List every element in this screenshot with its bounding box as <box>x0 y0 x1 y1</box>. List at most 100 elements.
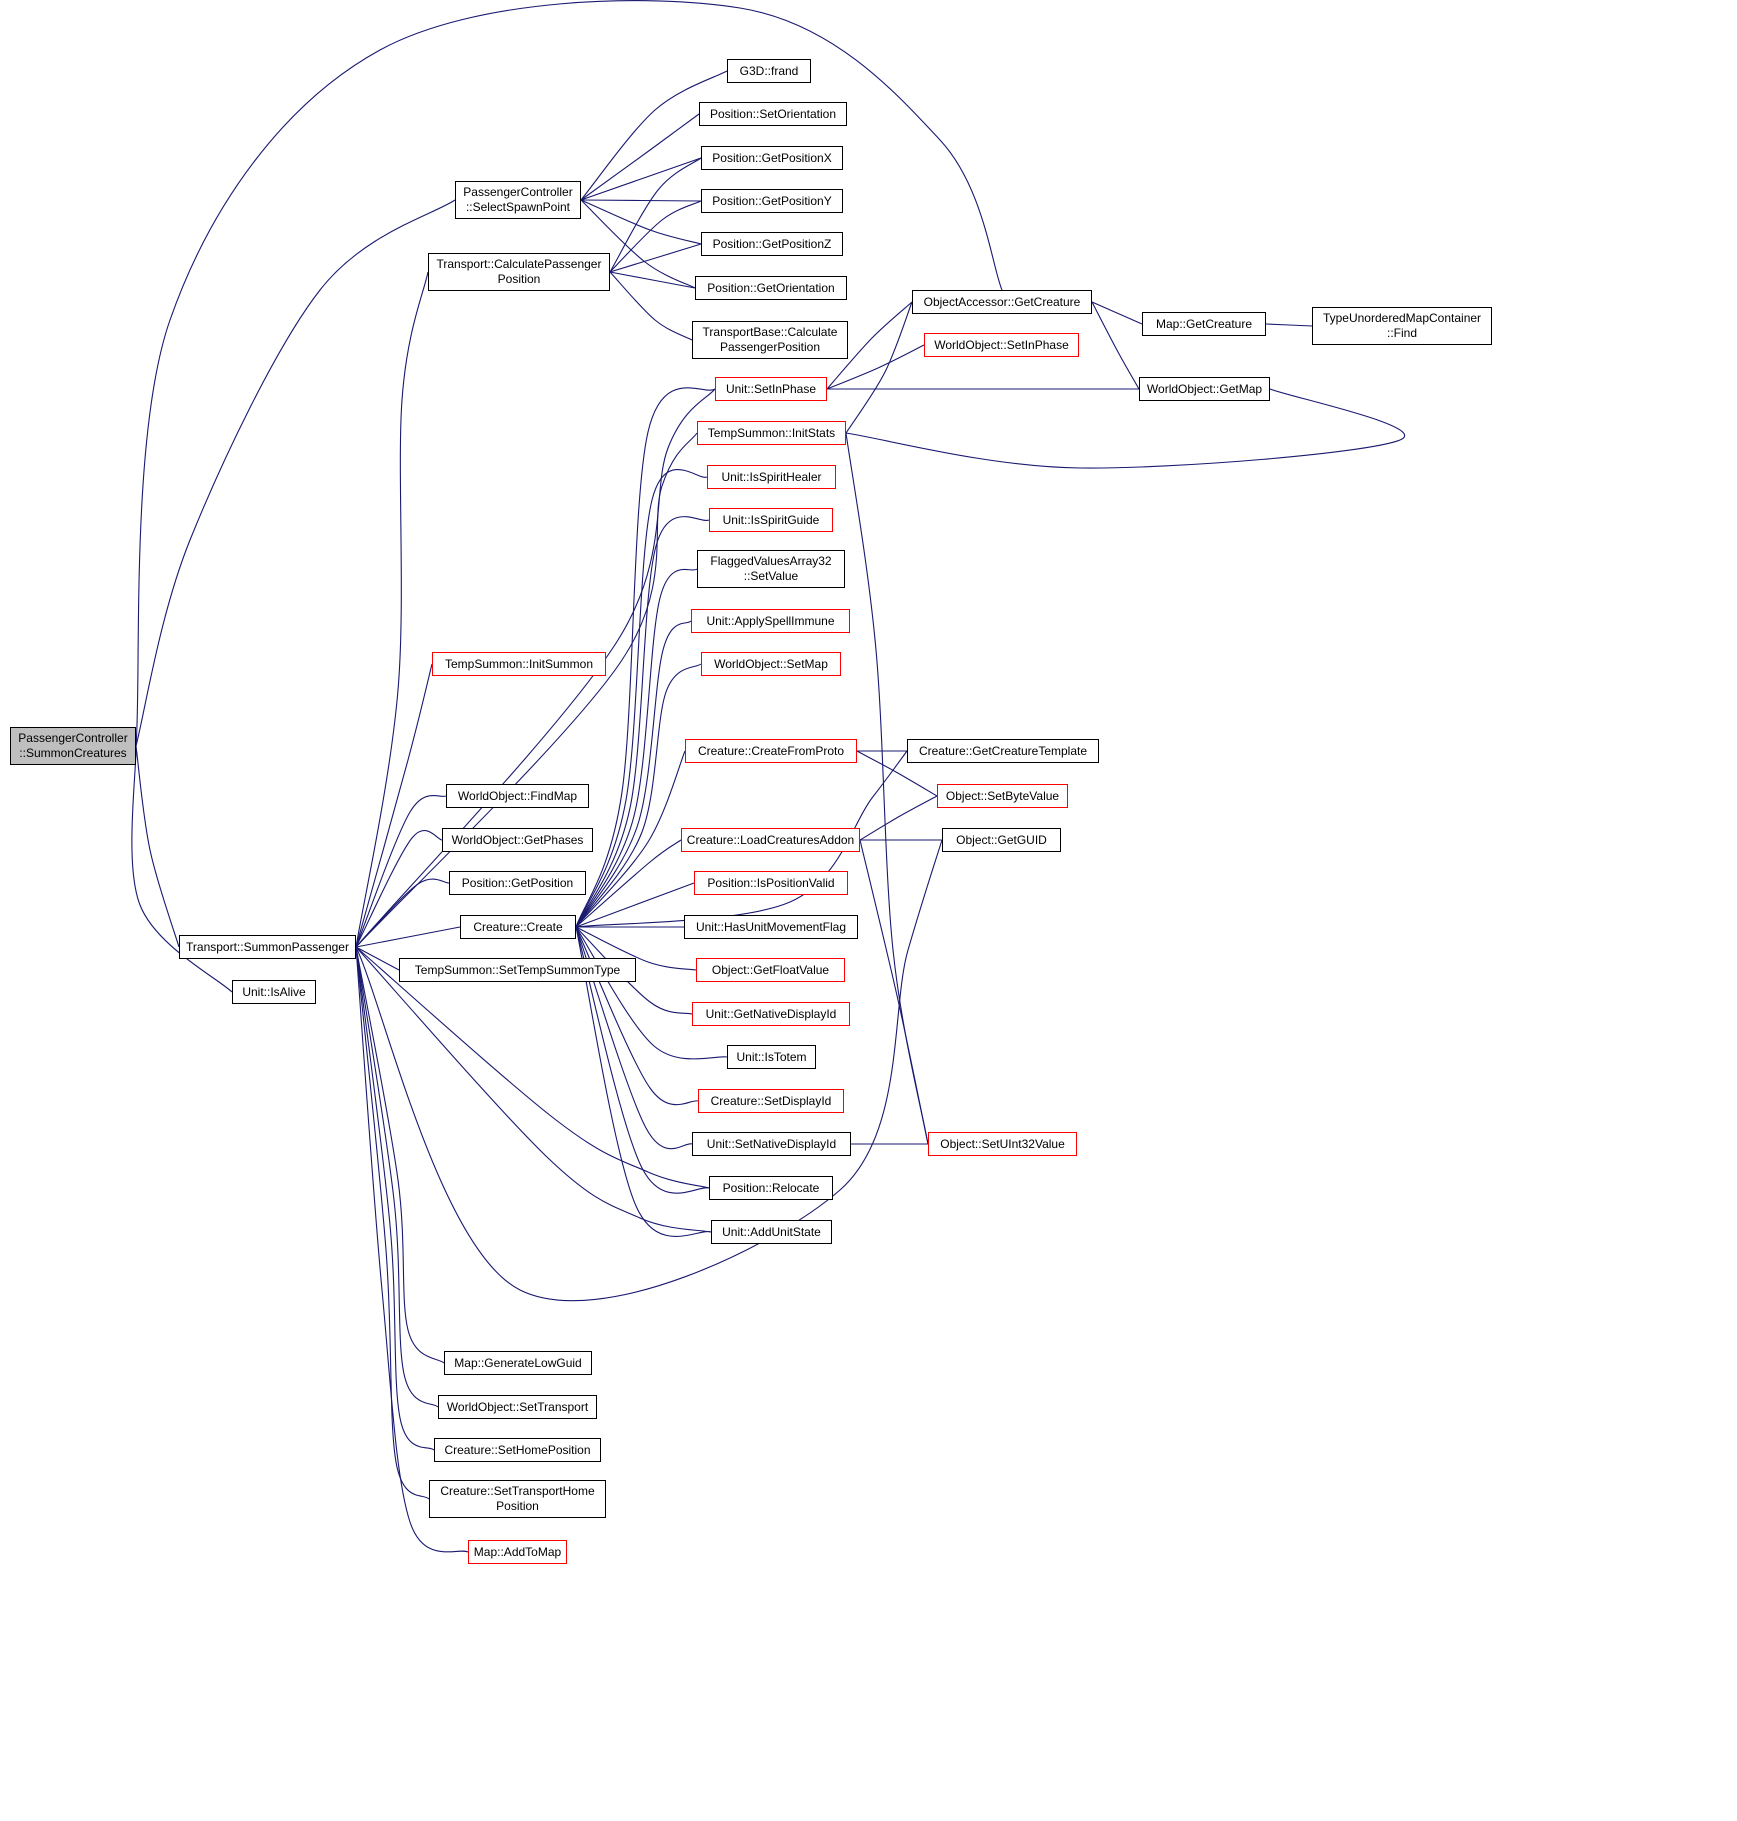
graph-node-frand[interactable]: G3D::frand <box>727 59 811 83</box>
graph-node-add_to_map[interactable]: Map::AddToMap <box>468 1540 567 1564</box>
graph-node-add_unit_state[interactable]: Unit::AddUnitState <box>711 1220 832 1244</box>
call-edge-creature_create-to-get_native_display_id <box>575 926 693 1015</box>
graph-node-wo_set_transport[interactable]: WorldObject::SetTransport <box>438 1395 597 1419</box>
graph-node-label: Position::GetPositionX <box>712 150 832 165</box>
call-edge-summon_passenger-to-set_transport_home_position <box>355 946 430 1500</box>
graph-node-unit_set_in_phase[interactable]: Unit::SetInPhase <box>715 377 827 401</box>
graph-node-set_uint32_value[interactable]: Object::SetUInt32Value <box>928 1132 1077 1156</box>
call-edge-calc_passenger_position-to-get_orientation <box>609 271 696 289</box>
graph-node-label: WorldObject::GetPhases <box>451 832 584 847</box>
call-edge-select_spawn_point-to-get_position_z <box>580 199 702 245</box>
graph-node-label: Map::GenerateLowGuid <box>454 1355 582 1370</box>
call-edge-ts_init_stats-to-wo_get_map <box>845 388 1405 469</box>
graph-node-set_home_position[interactable]: Creature::SetHomePosition <box>434 1438 601 1462</box>
graph-node-set_transport_home_position[interactable]: Creature::SetTransportHome Position <box>429 1480 606 1518</box>
call-edge-creature_create-to-add_unit_state <box>575 926 712 1237</box>
graph-node-is_position_valid[interactable]: Position::IsPositionValid <box>694 871 848 895</box>
graph-node-get_position[interactable]: Position::GetPosition <box>449 871 586 895</box>
graph-node-label: Object::GetFloatValue <box>711 962 830 977</box>
graph-node-wo_set_map[interactable]: WorldObject::SetMap <box>701 652 841 676</box>
graph-node-label: Position::IsPositionValid <box>707 875 835 890</box>
call-edge-map_get_creature-to-tumc_find <box>1265 323 1313 327</box>
graph-node-wo_find_map[interactable]: WorldObject::FindMap <box>446 784 589 808</box>
call-edge-creature_create-to-unit_set_in_phase <box>575 387 716 928</box>
graph-node-set_byte_value[interactable]: Object::SetByteValue <box>937 784 1068 808</box>
call-edge-select_spawn_point-to-set_orientation <box>580 113 700 201</box>
call-edge-creature_create-to-is_spirit_guide <box>575 516 710 928</box>
call-edge-summon_passenger-to-wo_get_phases <box>355 830 443 948</box>
graph-node-get_orientation[interactable]: Position::GetOrientation <box>695 276 847 300</box>
call-edge-creature_create-to-create_from_proto <box>575 750 686 928</box>
graph-node-has_unit_movement_flag[interactable]: Unit::HasUnitMovementFlag <box>684 915 858 939</box>
graph-node-label: TempSummon::InitSummon <box>444 656 594 671</box>
call-edge-summon_creatures-to-summon_passenger <box>135 745 180 948</box>
graph-node-label: Creature::Create <box>473 919 563 934</box>
graph-node-set_display_id[interactable]: Creature::SetDisplayId <box>698 1089 844 1113</box>
graph-node-label: PassengerController ::SelectSpawnPoint <box>463 185 573 214</box>
call-edge-creature_create-to-set_display_id <box>575 926 699 1106</box>
graph-node-is_spirit_healer[interactable]: Unit::IsSpiritHealer <box>707 465 836 489</box>
graph-node-generate_low_guid[interactable]: Map::GenerateLowGuid <box>444 1351 592 1375</box>
call-edge-creature_create-to-is_position_valid <box>575 882 695 928</box>
graph-node-wo_set_in_phase[interactable]: WorldObject::SetInPhase <box>924 333 1079 357</box>
call-edge-select_spawn_point-to-get_position_y <box>580 199 702 202</box>
call-edge-summon_passenger-to-get_guid <box>355 839 943 1302</box>
graph-node-fva_set_value[interactable]: FlaggedValuesArray32 ::SetValue <box>697 550 845 588</box>
call-edge-summon_creatures-to-select_spawn_point <box>135 199 456 747</box>
call-edge-load_creatures_addon-to-set_byte_value <box>859 795 938 841</box>
graph-node-map_get_creature[interactable]: Map::GetCreature <box>1142 312 1266 336</box>
graph-node-label: Unit::SetInPhase <box>725 381 817 396</box>
graph-node-get_position_y[interactable]: Position::GetPositionY <box>701 189 843 213</box>
graph-node-wo_get_phases[interactable]: WorldObject::GetPhases <box>442 828 593 852</box>
graph-node-apply_spell_immune[interactable]: Unit::ApplySpellImmune <box>691 609 850 633</box>
call-edge-creature_create-to-load_creatures_addon <box>575 839 682 928</box>
graph-node-label: Map::AddToMap <box>473 1544 562 1559</box>
call-edge-unit_set_in_phase-to-oa_get_creature <box>826 301 913 390</box>
graph-node-is_alive[interactable]: Unit::IsAlive <box>232 980 316 1004</box>
graph-node-tb_calc_passenger_position[interactable]: TransportBase::Calculate PassengerPositi… <box>692 321 848 359</box>
graph-node-label: Object::SetByteValue <box>945 788 1060 803</box>
graph-node-ts_init_summon[interactable]: TempSummon::InitSummon <box>432 652 606 676</box>
graph-node-wo_get_map[interactable]: WorldObject::GetMap <box>1139 377 1270 401</box>
call-edge-select_spawn_point-to-get_position_x <box>580 157 702 201</box>
graph-node-oa_get_creature[interactable]: ObjectAccessor::GetCreature <box>912 290 1092 314</box>
graph-node-tumc_find[interactable]: TypeUnorderedMapContainer ::Find <box>1312 307 1492 345</box>
graph-node-summon_passenger[interactable]: Transport::SummonPassenger <box>179 935 356 959</box>
graph-node-get_creature_template[interactable]: Creature::GetCreatureTemplate <box>907 739 1099 763</box>
call-edge-oa_get_creature-to-wo_get_map <box>1091 301 1140 390</box>
graph-node-set_native_display_id[interactable]: Unit::SetNativeDisplayId <box>692 1132 851 1156</box>
graph-node-calc_passenger_position[interactable]: Transport::CalculatePassenger Position <box>428 253 610 291</box>
graph-node-get_position_x[interactable]: Position::GetPositionX <box>701 146 843 170</box>
graph-node-get_guid[interactable]: Object::GetGUID <box>942 828 1061 852</box>
call-edge-summon_passenger-to-wo_set_transport <box>355 946 439 1408</box>
graph-node-label: Creature::GetCreatureTemplate <box>918 743 1088 758</box>
graph-node-is_totem[interactable]: Unit::IsTotem <box>727 1045 816 1069</box>
graph-node-set_orientation[interactable]: Position::SetOrientation <box>699 102 847 126</box>
graph-node-select_spawn_point[interactable]: PassengerController ::SelectSpawnPoint <box>455 181 581 219</box>
graph-node-label: Creature::SetHomePosition <box>444 1442 591 1457</box>
graph-node-is_spirit_guide[interactable]: Unit::IsSpiritGuide <box>709 508 833 532</box>
graph-node-create_from_proto[interactable]: Creature::CreateFromProto <box>685 739 857 763</box>
graph-node-label: WorldObject::FindMap <box>457 788 578 803</box>
graph-node-set_temp_summon_type[interactable]: TempSummon::SetTempSummonType <box>399 958 636 982</box>
graph-node-get_native_display_id[interactable]: Unit::GetNativeDisplayId <box>692 1002 850 1026</box>
graph-node-label: Unit::IsSpiritGuide <box>722 512 820 527</box>
graph-node-label: Unit::IsTotem <box>736 1049 807 1064</box>
graph-node-label: Position::GetPosition <box>461 875 574 890</box>
graph-node-label: Unit::ApplySpellImmune <box>706 613 835 628</box>
call-edge-unit_set_in_phase-to-wo_set_in_phase <box>826 344 925 390</box>
graph-node-label: Creature::LoadCreaturesAddon <box>686 832 855 847</box>
graph-node-ts_init_stats[interactable]: TempSummon::InitStats <box>697 421 846 445</box>
graph-node-get_position_z[interactable]: Position::GetPositionZ <box>701 232 843 256</box>
graph-node-get_float_value[interactable]: Object::GetFloatValue <box>696 958 845 982</box>
graph-node-label: Unit::AddUnitState <box>722 1224 821 1239</box>
graph-node-label: WorldObject::GetMap <box>1146 381 1263 396</box>
graph-node-creature_create[interactable]: Creature::Create <box>460 915 576 939</box>
graph-node-load_creatures_addon[interactable]: Creature::LoadCreaturesAddon <box>681 828 860 852</box>
graph-node-label: PassengerController ::SummonCreatures <box>18 731 128 760</box>
call-edge-summon_passenger-to-get_position <box>355 878 450 948</box>
graph-node-label: Unit::IsSpiritHealer <box>721 469 822 484</box>
graph-node-relocate[interactable]: Position::Relocate <box>709 1176 833 1200</box>
